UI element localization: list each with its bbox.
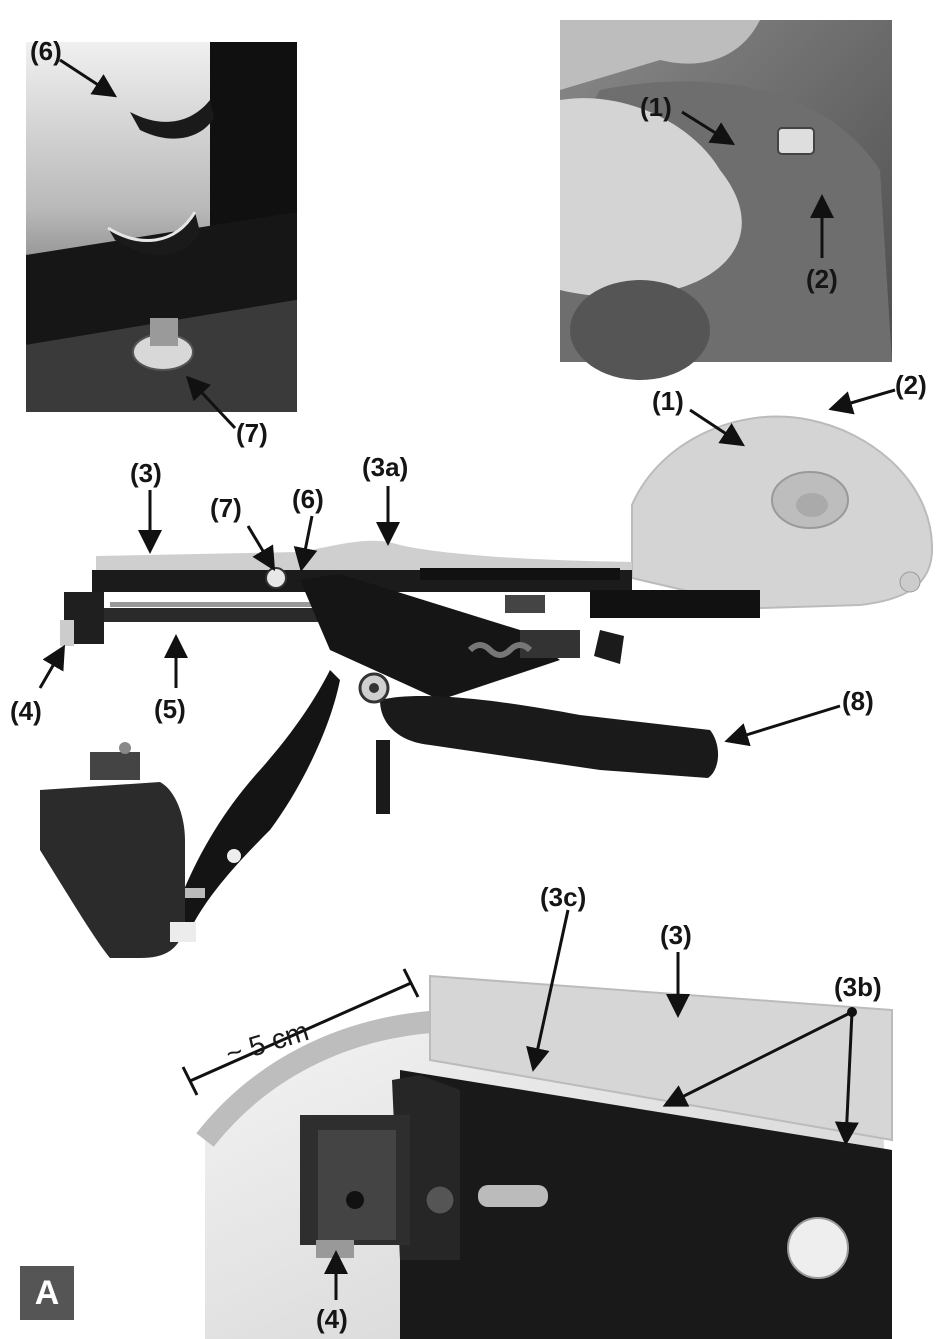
- callout-inset-b-2: (2): [806, 266, 838, 292]
- callout-detail-4: (4): [316, 1306, 348, 1332]
- arrow-main-4: [40, 650, 62, 688]
- callout-detail-3: (3): [660, 922, 692, 948]
- callout-main-3a: (3a): [362, 454, 408, 480]
- callout-inset-b-1: (1): [640, 94, 672, 120]
- pin-head-main: [266, 568, 286, 588]
- callout-main-4: (4): [10, 698, 42, 724]
- figure-badge: A: [20, 1266, 74, 1320]
- stapler-head: [40, 782, 185, 958]
- callout-inset-a-6: (6): [30, 38, 62, 64]
- callout-main-3: (3): [130, 460, 162, 486]
- callout-main-1: (1): [652, 388, 684, 414]
- callout-main-6: (6): [292, 486, 324, 512]
- callout-main-8: (8): [842, 688, 874, 714]
- tapetool-main: [40, 417, 932, 958]
- detail-pin-head: [788, 1218, 848, 1278]
- callout-inset-a-7: (7): [236, 420, 268, 446]
- callout-detail-3c: (3c): [540, 884, 586, 910]
- grip-handle: [380, 696, 718, 778]
- callout-detail-3b: (3b): [834, 974, 882, 1000]
- inset-photo-cassette-lid: [560, 20, 892, 380]
- inset-photo-hook-and-pin: [26, 42, 297, 412]
- callout-main-5: (5): [154, 696, 186, 722]
- callout-main-2: (2): [895, 372, 927, 398]
- callout-main-7: (7): [210, 495, 242, 521]
- arrow-main-2: [834, 390, 895, 408]
- callout-junction-dot: [847, 1007, 857, 1017]
- latch-tab: [778, 128, 814, 154]
- arrow-main-8: [730, 706, 840, 740]
- slide-knob: [478, 1185, 548, 1207]
